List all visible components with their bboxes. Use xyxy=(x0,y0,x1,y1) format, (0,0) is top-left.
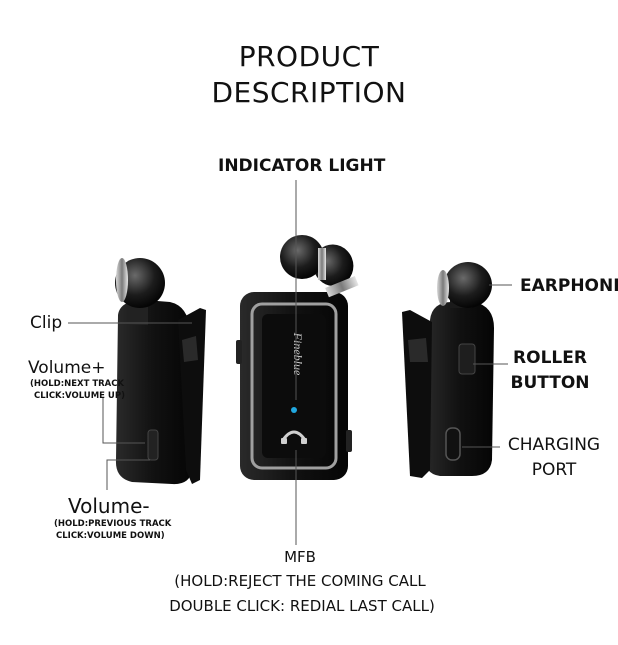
label-mfb-note-1: (HOLD:REJECT THE COMING CALL xyxy=(174,572,426,590)
label-volume-minus-note-2: CLICK:VOLUME DOWN) xyxy=(56,531,165,541)
label-volume-minus: Volume- xyxy=(68,494,150,518)
label-earphone: EARPHONE xyxy=(520,276,618,296)
title-line-2: DESCRIPTION xyxy=(211,76,407,109)
label-mfb-note-2: DOUBLE CLICK: REDIAL LAST CALL) xyxy=(169,597,435,615)
leader-lines xyxy=(68,180,512,545)
label-charging-port: CHARGING PORT xyxy=(503,433,605,483)
right-device-view xyxy=(402,262,494,478)
label-charging-line-1: CHARGING xyxy=(507,435,601,455)
label-roller-line-1: ROLLER xyxy=(513,348,587,368)
label-clip: Clip xyxy=(30,313,63,333)
label-volume-minus-note-1: (HOLD:PREVIOUS TRACK xyxy=(54,519,172,529)
title-line-1: PRODUCT xyxy=(238,40,380,73)
label-charging-line-2: PORT xyxy=(531,460,577,480)
label-mfb: MFB xyxy=(284,548,316,566)
brand-text: Fineblue xyxy=(291,332,305,376)
label-roller-button: ROLLER BUTTON xyxy=(510,346,590,396)
center-device-view xyxy=(236,235,359,480)
label-roller-line-2: BUTTON xyxy=(510,373,590,393)
label-volume-plus-note-2: CLICK:VOLUME UP) xyxy=(34,391,125,401)
label-indicator-light: INDICATOR LIGHT xyxy=(218,156,386,176)
label-volume-plus-note-1: (HOLD:NEXT TRACK xyxy=(30,379,125,389)
label-volume-plus: Volume+ xyxy=(28,358,106,378)
left-device-view xyxy=(115,258,206,485)
